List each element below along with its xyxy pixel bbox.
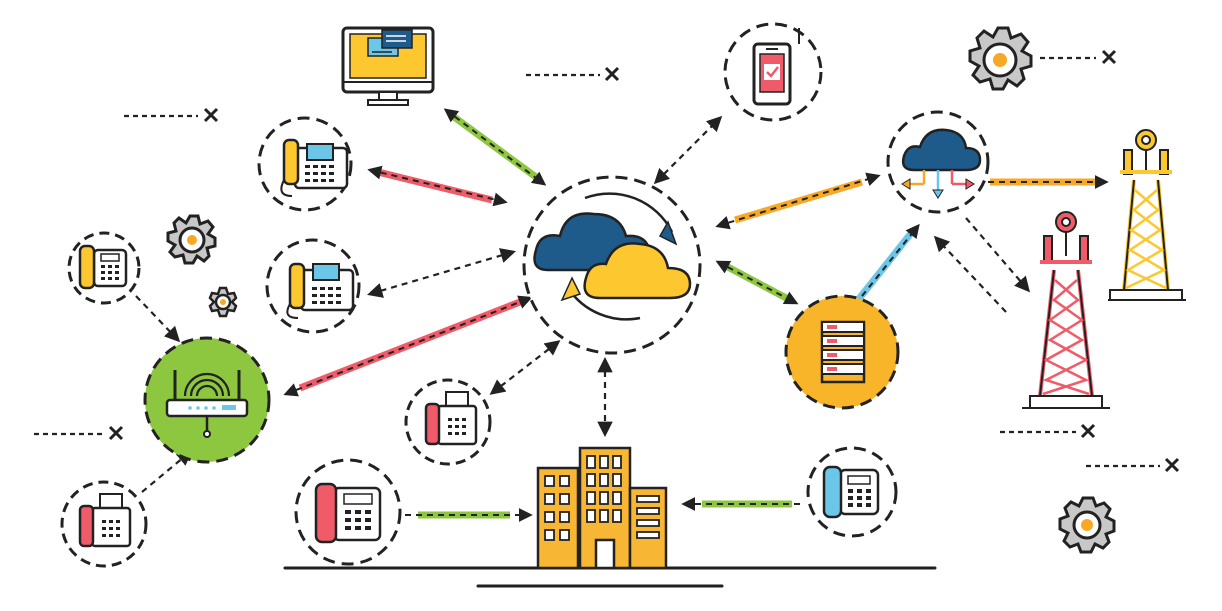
office-building-icon: [536, 446, 668, 570]
disconnected-marker: [34, 425, 124, 441]
desk-phone-icon: [257, 116, 353, 212]
disconnected-marker: [1000, 423, 1096, 439]
cloud-transfer-icon: [886, 110, 990, 214]
disconnected-marker: [1086, 457, 1180, 473]
fax-machine-icon: [404, 378, 492, 466]
disconnected-marker: [526, 66, 620, 82]
desk-phone-icon: [265, 238, 361, 334]
smartphone-check-icon: [723, 22, 823, 122]
wifi-router-icon: [143, 336, 271, 464]
link-cloud-server: [715, 260, 799, 305]
server-rack-icon: [784, 294, 900, 410]
link-deskphone2-cloud: [367, 248, 516, 298]
link-tower-cloudsmall: [933, 217, 1031, 313]
handset-phone-icon: [294, 458, 402, 566]
ground-lines: [283, 566, 937, 588]
gear-icon: [1058, 496, 1116, 554]
link-cloud-smartphone: [653, 115, 723, 185]
disconnected-marker: [124, 107, 219, 123]
gear-icon: [208, 286, 238, 318]
disconnected-marker: [1040, 49, 1117, 65]
handset-phone-icon: [806, 446, 898, 538]
link-cloud-cloudsmall: [715, 172, 881, 230]
connections: [135, 108, 1109, 522]
gear-icon: [166, 214, 217, 265]
fax-machine-icon: [60, 480, 148, 568]
desktop-chat-icon: [341, 26, 435, 106]
gear-icon: [968, 26, 1033, 91]
cloud-hub-icon: [522, 175, 702, 355]
link-router-cloud: [283, 295, 533, 397]
link-desktop-cloud: [443, 108, 547, 186]
link-handset-router: [135, 295, 181, 343]
link-fax-cloud: [489, 340, 561, 395]
handset-phone-icon: [67, 231, 141, 305]
link-server-cloudsmall: [855, 223, 920, 303]
link-deskphone-cloud: [367, 165, 508, 207]
cell-tower-icon: [1108, 129, 1186, 301]
disconnected-markers: [34, 49, 1180, 473]
cell-tower-icon: [1022, 211, 1110, 409]
